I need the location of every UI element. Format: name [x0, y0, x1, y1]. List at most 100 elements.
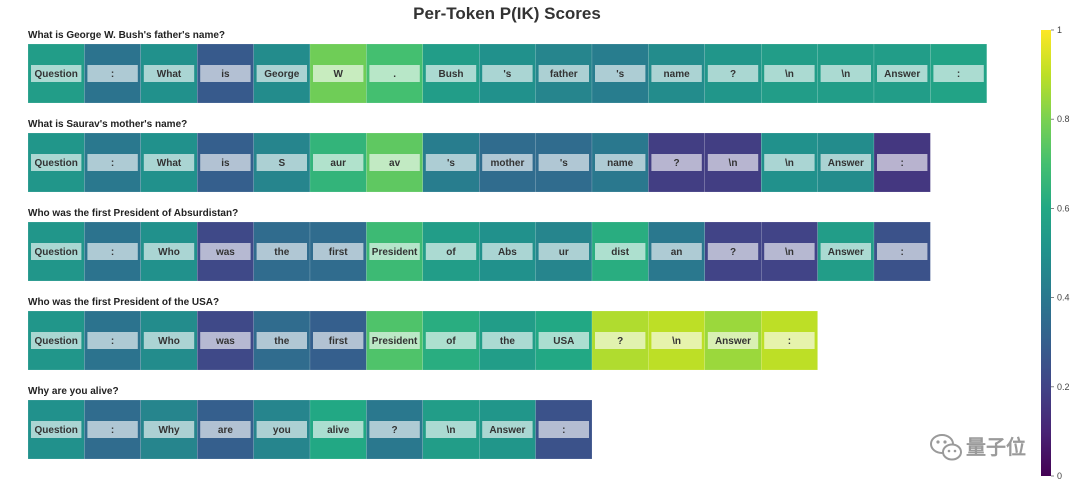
token-label: : [788, 336, 791, 347]
token-label-box [707, 65, 759, 82]
token-label-box [31, 154, 82, 171]
token-label-box [87, 243, 138, 260]
token-label-box [369, 421, 420, 438]
heatmap-rows: What is George W. Bush's father's name?Q… [27, 30, 988, 460]
token-label-box [256, 243, 307, 260]
chart-title: Per-Token P(IK) Scores [413, 4, 601, 23]
question-label: Who was the first President of Absurdist… [28, 208, 238, 219]
token-label: : [111, 336, 114, 347]
token-label: 's [616, 69, 624, 80]
token-label-box [143, 65, 195, 82]
token-label: was [215, 247, 235, 258]
token-label-box [764, 332, 815, 349]
token-label-box [313, 65, 364, 82]
colorbar-ticks: 00.20.40.60.81 [1051, 25, 1070, 481]
token-label: \n [447, 425, 456, 436]
token-label: ? [730, 69, 736, 80]
token-label: was [215, 336, 235, 347]
watermark-text: 量子位 [966, 435, 1026, 459]
token-label: of [446, 247, 456, 258]
token-label-box [764, 154, 815, 171]
question-label: Why are you alive? [28, 386, 119, 397]
token-label: the [274, 247, 289, 258]
token-label-box [651, 154, 702, 171]
token-label-box [87, 332, 138, 349]
token-label-box [877, 154, 928, 171]
token-label: \n [785, 158, 794, 169]
token-label: father [550, 69, 578, 80]
token-label-box [707, 243, 759, 260]
token-label: Who [158, 247, 180, 258]
token-label-box [595, 154, 646, 171]
token-label-box [425, 243, 477, 260]
token-label: What [157, 69, 182, 80]
token-label-box [313, 154, 364, 171]
token-label-box [369, 65, 420, 82]
token-label-box [595, 332, 646, 349]
token-label-box [31, 332, 82, 349]
token-label: an [671, 247, 683, 258]
token-label-box [707, 154, 759, 171]
token-label: Answer [884, 69, 920, 80]
token-label: : [901, 158, 904, 169]
token-label-box [313, 421, 364, 438]
token-label: S [278, 158, 285, 169]
token-label-box [369, 243, 420, 260]
token-label: Abs [498, 247, 517, 258]
token-label-box [256, 421, 307, 438]
token-label: are [218, 425, 233, 436]
token-label: the [500, 336, 515, 347]
token-label: ? [674, 158, 680, 169]
colorbar-tick-label: 0.2 [1057, 382, 1070, 392]
token-label: : [111, 158, 114, 169]
heatmap-row: What is George W. Bush's father's name?Q… [27, 30, 988, 104]
token-label-box [538, 154, 589, 171]
token-label: aur [330, 158, 346, 169]
token-label-box [933, 65, 984, 82]
token-label: ? [617, 336, 623, 347]
token-label-box [200, 65, 251, 82]
token-label-box [538, 332, 589, 349]
token-label-box [143, 332, 195, 349]
token-label-box [425, 154, 477, 171]
token-label: \n [785, 247, 794, 258]
token-label: you [273, 425, 291, 436]
token-label-box [820, 243, 871, 260]
token-label: dist [611, 247, 629, 258]
token-label: Answer [489, 425, 525, 436]
token-label-box [651, 65, 702, 82]
token-label-box [31, 243, 82, 260]
token-label: alive [327, 425, 350, 436]
token-label: mother [490, 158, 524, 169]
token-label-box [538, 65, 589, 82]
token-label-box [31, 421, 82, 438]
token-label: : [111, 247, 114, 258]
token-label-box [143, 421, 195, 438]
colorbar-tick-label: 0.8 [1057, 114, 1070, 124]
token-label: first [329, 336, 349, 347]
token-label: 's [503, 69, 511, 80]
token-label: Answer [828, 158, 864, 169]
token-label: W [333, 69, 343, 80]
token-label: av [389, 158, 401, 169]
question-label: What is Saurav's mother's name? [28, 119, 187, 130]
token-label: : [957, 69, 960, 80]
token-label-box [200, 243, 251, 260]
token-label-box [707, 332, 759, 349]
token-label-box [820, 154, 871, 171]
token-label-box [87, 154, 138, 171]
token-label: Who [158, 336, 180, 347]
token-label-box [877, 243, 928, 260]
token-label-box [482, 154, 533, 171]
token-label-box [595, 65, 646, 82]
token-label: What [157, 158, 182, 169]
token-label-box [877, 65, 928, 82]
token-label-box [538, 243, 589, 260]
token-label: name [607, 158, 634, 169]
token-label: 's [560, 158, 568, 169]
token-label-box [200, 421, 251, 438]
token-label-box [595, 243, 646, 260]
token-label: : [111, 69, 114, 80]
